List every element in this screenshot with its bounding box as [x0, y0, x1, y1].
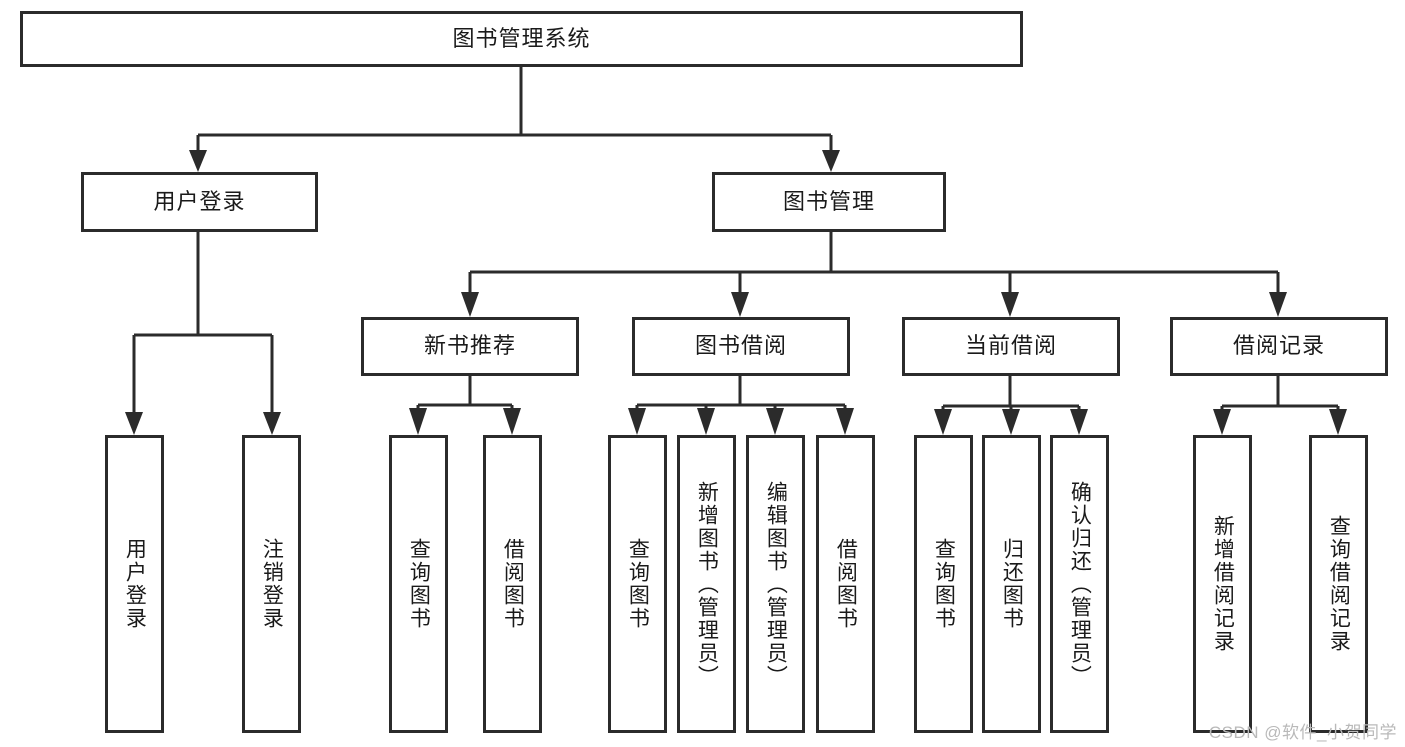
leaf-borrow-add-book-admin[interactable]: 新增图书（管理员） — [677, 435, 736, 733]
node-label: 当前借阅 — [964, 333, 1057, 359]
node-label: 借阅图书 — [834, 538, 858, 630]
node-label: 注销登录 — [260, 538, 284, 630]
node-label: 新增借阅记录 — [1211, 515, 1235, 653]
node-label: 用户登录 — [123, 538, 147, 630]
node-root-book-management-system[interactable]: 图书管理系统 — [20, 11, 1023, 67]
node-label: 新书推荐 — [423, 333, 516, 359]
leaf-record-add-record[interactable]: 新增借阅记录 — [1193, 435, 1252, 733]
node-book-borrow[interactable]: 图书借阅 — [632, 317, 850, 376]
node-borrow-record[interactable]: 借阅记录 — [1170, 317, 1388, 376]
leaf-borrow-query-book[interactable]: 查询图书 — [608, 435, 667, 733]
node-label: 归还图书 — [1000, 538, 1024, 630]
leaf-current-query-book[interactable]: 查询图书 — [914, 435, 973, 733]
leaf-record-query-record[interactable]: 查询借阅记录 — [1309, 435, 1368, 733]
leaf-user-login-login[interactable]: 用户登录 — [105, 435, 164, 733]
node-label: 编辑图书（管理员） — [764, 480, 788, 688]
leaf-current-confirm-return-admin[interactable]: 确认归还（管理员） — [1050, 435, 1109, 733]
node-book-management[interactable]: 图书管理 — [712, 172, 946, 232]
node-new-book-recommend[interactable]: 新书推荐 — [361, 317, 579, 376]
leaf-borrow-borrow-book[interactable]: 借阅图书 — [816, 435, 875, 733]
node-label: 查询图书 — [407, 538, 431, 630]
node-label: 新增图书（管理员） — [695, 480, 719, 688]
node-label: 借阅记录 — [1232, 333, 1325, 359]
node-label: 查询图书 — [932, 538, 956, 630]
node-label: 确认归还（管理员） — [1068, 480, 1092, 688]
leaf-new-book-query[interactable]: 查询图书 — [389, 435, 448, 733]
leaf-borrow-edit-book-admin[interactable]: 编辑图书（管理员） — [746, 435, 805, 733]
node-label: 借阅图书 — [501, 538, 525, 630]
node-current-borrow[interactable]: 当前借阅 — [902, 317, 1120, 376]
leaf-new-book-borrow[interactable]: 借阅图书 — [483, 435, 542, 733]
leaf-user-login-logout[interactable]: 注销登录 — [242, 435, 301, 733]
node-label: 图书借阅 — [694, 333, 787, 359]
node-label: 用户登录 — [153, 188, 246, 214]
leaf-current-return-book[interactable]: 归还图书 — [982, 435, 1041, 733]
node-label: 查询借阅记录 — [1327, 515, 1351, 653]
csdn-watermark: CSDN @软件_小贺同学 — [1208, 723, 1397, 742]
node-label: 图书管理系统 — [452, 25, 591, 51]
node-label: 图书管理 — [782, 188, 875, 214]
node-label: 查询图书 — [626, 538, 650, 630]
node-user-login[interactable]: 用户登录 — [81, 172, 318, 232]
